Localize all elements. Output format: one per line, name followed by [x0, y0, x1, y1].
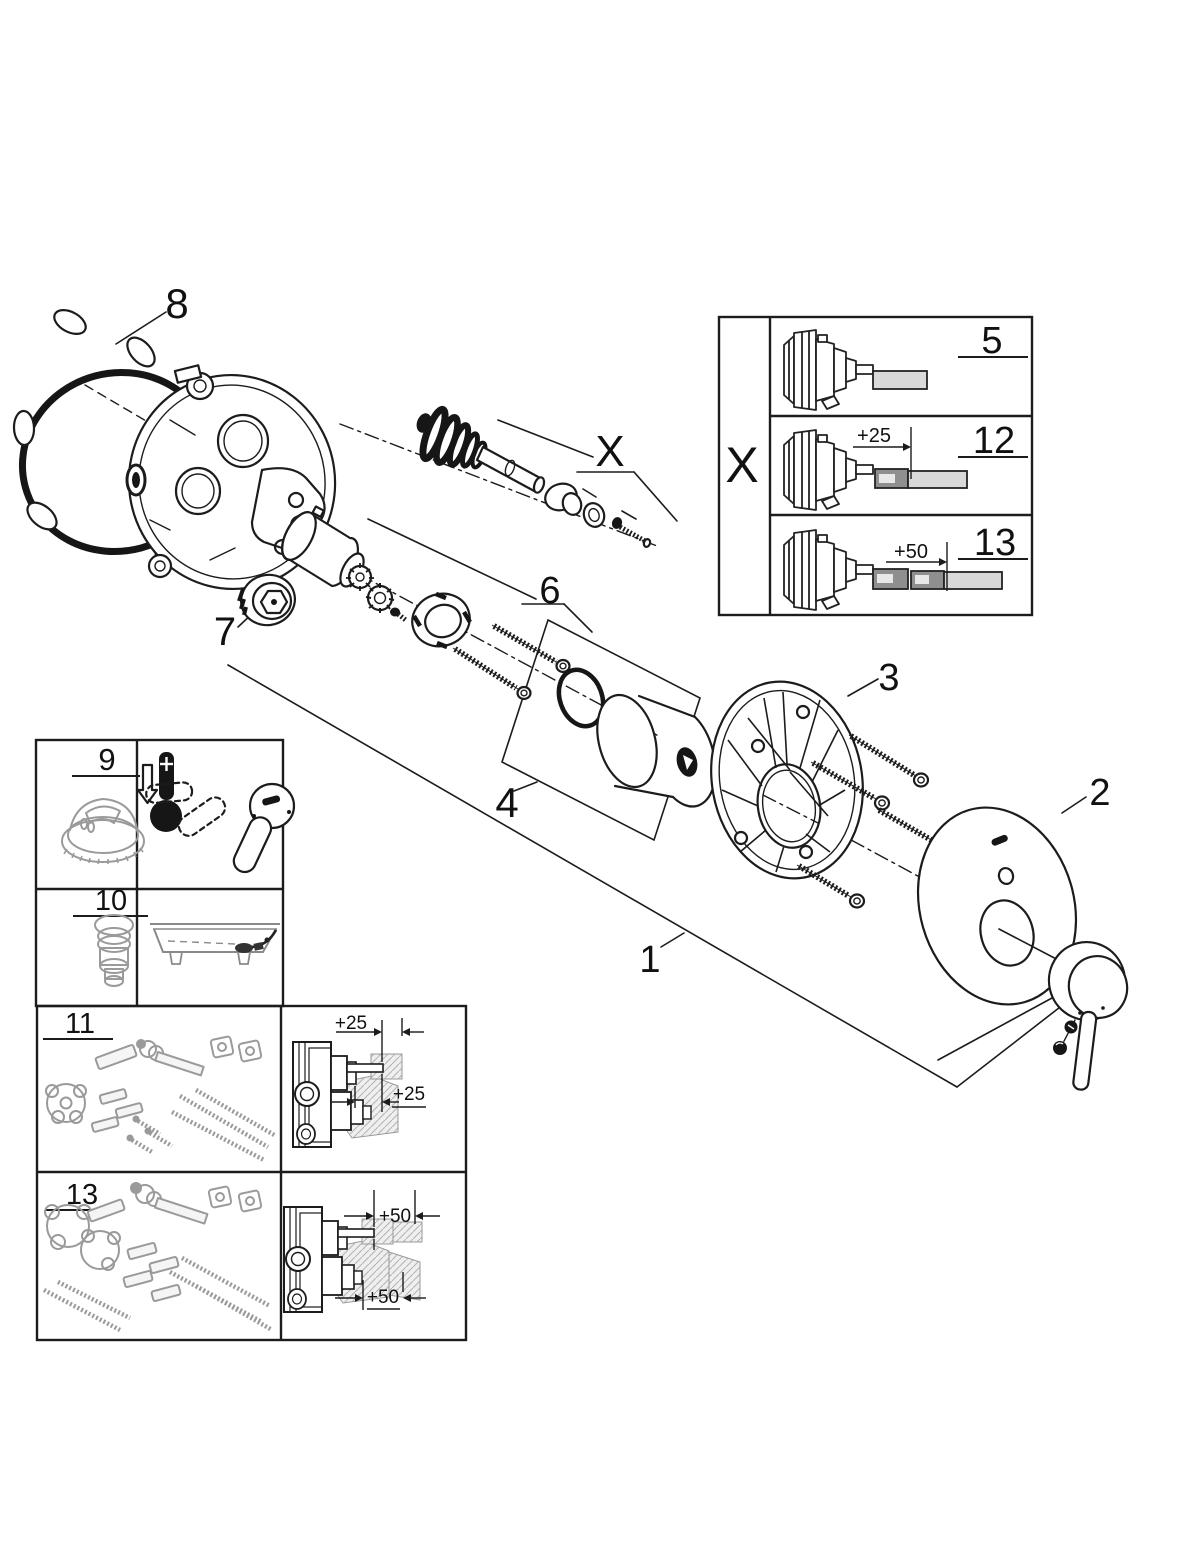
callout-8: 8	[165, 280, 188, 327]
part-3-mounting-plate	[710, 680, 864, 880]
accessory-part-number: 11	[65, 1008, 95, 1040]
cell-13-installation: +50 +50	[283, 1190, 440, 1313]
cell-11-installation: +25 +25	[292, 1013, 426, 1148]
o-ring	[556, 667, 606, 729]
spindle-shaft-icon	[872, 370, 928, 390]
plate-spokes	[721, 691, 846, 873]
spindle-shaft-icon	[907, 470, 968, 489]
dim-label: +50	[894, 541, 928, 563]
accessory-part-number: 9	[98, 742, 115, 777]
cell-10-bathtub-pictogram	[150, 923, 280, 965]
spindle-screw	[611, 517, 652, 548]
cartridge-spline	[346, 563, 374, 591]
adapter-part	[94, 914, 134, 987]
variant-table: X 5 +25 12 +50	[717, 315, 1034, 617]
valve-side-view	[292, 1041, 403, 1148]
cell-10: 10	[73, 885, 148, 987]
variant-row-12: +25 12	[783, 420, 1028, 511]
cartridge-adapter-gear	[365, 583, 395, 613]
screw	[810, 760, 891, 811]
dim-label: +50	[379, 1206, 411, 1227]
cell-9-instructions	[136, 752, 296, 874]
dim-bottom: +50	[335, 1272, 426, 1310]
bracket-6	[367, 518, 593, 633]
cell-11: 11	[43, 1008, 278, 1162]
cartridge-screw	[390, 607, 409, 623]
bracket-1	[227, 664, 1065, 1088]
callout-1: 1	[639, 939, 660, 981]
dim-top: +25	[335, 1013, 424, 1112]
variant-part-number: 12	[973, 420, 1015, 462]
handle-lever	[1072, 1010, 1098, 1091]
dim-label: +25	[857, 425, 891, 447]
leader-3	[847, 678, 879, 697]
variant-table-border	[717, 315, 1034, 617]
escutcheon-opening	[979, 899, 1035, 967]
screw	[491, 623, 571, 674]
accessory-table-a: 9	[34, 738, 296, 1008]
drain-hose	[235, 929, 278, 953]
callout-4: 4	[495, 779, 518, 826]
screw	[848, 733, 930, 788]
kit-rods	[42, 1256, 274, 1332]
variant-table-header: X	[725, 437, 758, 493]
bracket-4	[501, 618, 701, 842]
leader-8	[115, 311, 167, 345]
part-7-cap	[237, 573, 296, 627]
callout-labels: 8 7 6 X 4 1 3 2	[165, 280, 1110, 981]
variant-part-number: 13	[974, 522, 1016, 564]
dim-label: +50	[367, 1287, 399, 1308]
lever-handle	[1047, 940, 1129, 1091]
down-arrow-icon	[136, 763, 159, 805]
variant-part-number: 5	[981, 320, 1002, 362]
dim-label: +25	[335, 1013, 367, 1034]
thermometer-icon	[150, 752, 182, 832]
callout-7: 7	[214, 610, 236, 654]
temperature-limiter-part	[61, 798, 145, 865]
extension-kit-parts	[42, 1182, 274, 1332]
leader-2	[1061, 796, 1087, 814]
callout-x: X	[595, 427, 624, 476]
accessory-table-b: 11	[35, 1004, 468, 1342]
dim-bottom: +25	[330, 1084, 426, 1108]
spindle-shaft-icon	[943, 571, 1003, 590]
kit-screws	[126, 1115, 174, 1154]
screw	[452, 646, 532, 701]
extension-kit-parts	[45, 1035, 278, 1162]
variant-row-5: 5	[783, 320, 1028, 411]
variant-row-13: +50 13	[783, 522, 1028, 611]
cartridge	[281, 505, 409, 623]
accessory-part-number: 10	[95, 885, 127, 917]
dim-top: +50	[344, 1190, 440, 1250]
part-6-ring-nut	[411, 591, 472, 650]
cell-13: 13	[42, 1179, 274, 1332]
cell-9: 9	[61, 742, 145, 865]
part-2-escutcheon	[916, 806, 1078, 1006]
part-4-group	[556, 667, 717, 808]
callout-lines	[84, 311, 1087, 1088]
spindle-ring	[582, 502, 606, 528]
callout-3: 3	[878, 657, 899, 699]
mounting-screws-6	[452, 623, 571, 701]
escutcheon-slot	[991, 834, 1008, 846]
screw	[796, 863, 866, 909]
dim-label: +25	[393, 1084, 425, 1105]
spindle-axis	[339, 423, 658, 547]
kit-rods	[170, 1088, 278, 1162]
bracket-x	[497, 419, 678, 522]
spindle-extension-group	[416, 405, 652, 548]
callout-2: 2	[1089, 772, 1110, 814]
handle-rotation-pictogram	[145, 781, 296, 874]
callout-6: 6	[539, 570, 560, 612]
sleeve	[596, 693, 717, 808]
